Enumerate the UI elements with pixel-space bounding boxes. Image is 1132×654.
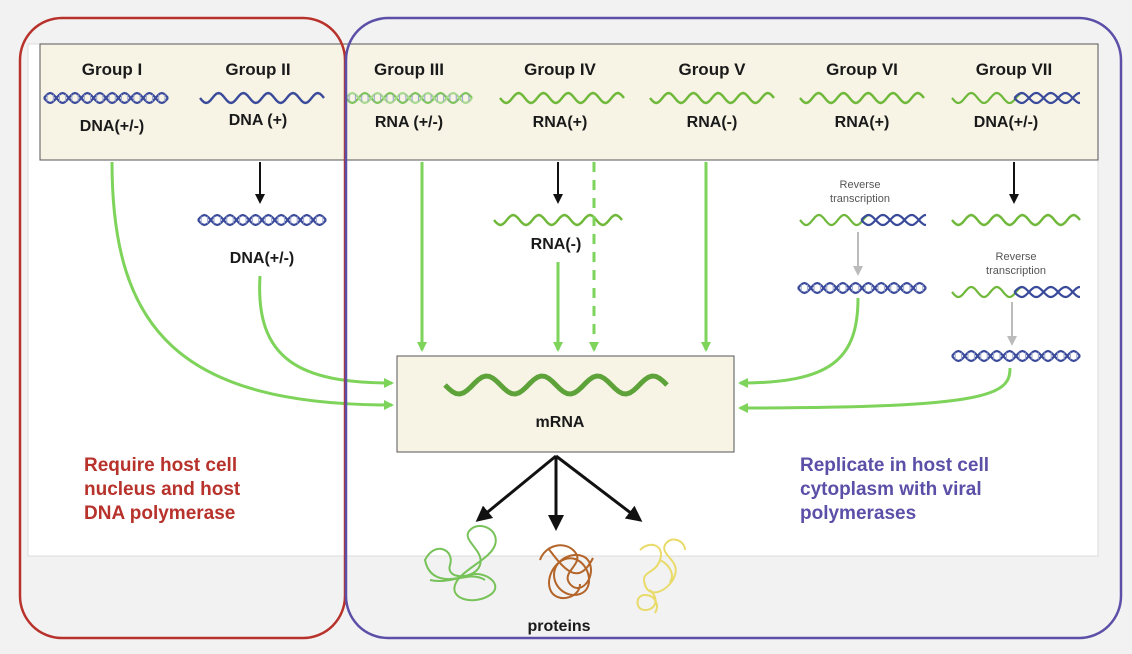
group4-intermediate-label: RNA(-) [530,236,582,253]
group5-genome: RNA(-) [686,114,738,131]
group2-label: Group II [225,60,291,79]
group4-intermediate-rna-icon [493,213,623,227]
group3-rna-helix-icon [345,91,473,105]
group3-label: Group III [374,60,444,79]
rt-arrows [853,232,1017,346]
group5-label: Group V [678,60,746,79]
protein-arrow-right [555,454,643,522]
group7-genome: DNA(+/-) [973,114,1039,131]
mrna-box [396,355,735,453]
group6-label: Group VI [826,60,898,79]
group7-hybrid-helix-icon [951,285,1081,299]
group1-arrow [110,161,394,410]
group4-genome: RNA(+) [532,114,588,131]
conversion-arrows [255,162,1019,204]
group4-label: Group IV [524,60,596,79]
group7-ss-helix-icon [951,213,1081,227]
protein-arrows [475,454,643,531]
group6-hybrid-helix-icon [799,213,927,227]
pathway-arrows [110,161,1012,413]
protein-green-icon [423,525,497,602]
group6-genome: RNA(+) [834,114,890,131]
host-cytoplasm-caption: Replicate in host cell cytoplasm with vi… [800,455,989,524]
group1-genome: DNA(+/-) [79,118,145,135]
host-cytoplasm-region [344,16,1123,640]
host-nucleus-caption: Require host cell nucleus and host DNA p… [84,455,241,524]
group1-dna-helix-icon [43,91,169,105]
group2-intermediate-dna-icon [197,213,327,227]
protein-arrow-left [475,454,557,522]
group2-genome: DNA (+) [228,112,288,129]
group7-arrow [738,367,1012,413]
group7-dna-helix-icon [951,91,1081,105]
proteins-group [423,525,686,614]
group5-rna-helix-icon [649,91,775,105]
group1-label: Group I [81,60,143,79]
group6-dna-helix-icon [797,281,927,295]
group6-rna-helix-icon [799,91,925,105]
mrna-helix-icon [443,373,669,397]
group4-rna-helix-icon [499,91,625,105]
group6-arrow [738,297,860,388]
group7-rt-label: Reverse transcription [986,251,1046,277]
proteins-label: proteins [527,618,591,635]
group6-rt-label: Reverse transcription [830,179,890,205]
group3-genome: RNA (+/-) [374,114,444,131]
protein-brown-icon [539,544,594,599]
group7-label: Group VII [975,60,1053,79]
group2-dna-helix-icon [199,91,325,105]
protein-yellow-icon [636,538,686,614]
group2-intermediate-label: DNA(+/-) [229,250,295,267]
mrna-label: mRNA [535,414,585,431]
group7-dna-helix-icon-2 [951,349,1081,363]
helix-layer [43,91,1081,397]
groups-panel [39,43,1099,161]
group2-arrow [258,275,394,388]
